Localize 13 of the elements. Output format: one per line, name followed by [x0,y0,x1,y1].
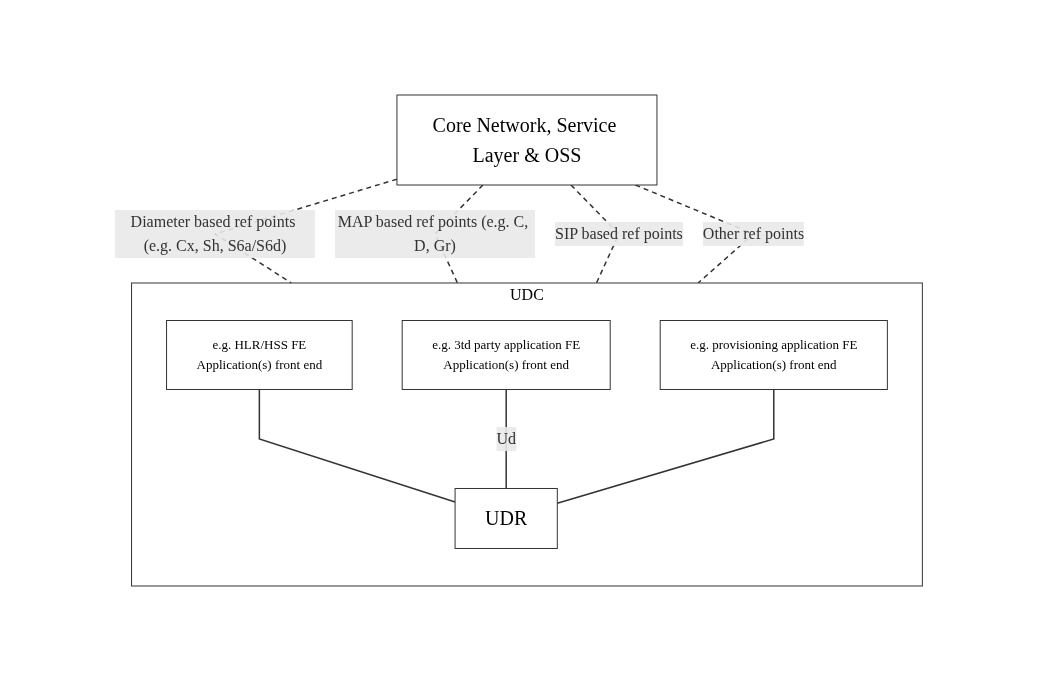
node-box: UDR [454,488,559,549]
node-box: Core Network, Service Layer & OSS [396,94,658,186]
edge-label: Ud [496,429,517,447]
connector [505,388,508,490]
edge-label: Other ref points [703,225,805,242]
node-box: e.g. HLR/HSS FE Application(s) front end [166,320,353,390]
connector [556,388,775,505]
node-box: e.g. 3td party application FE Application(s) front end [402,320,611,390]
connector [258,388,457,503]
edge-label: SIP based ref points [555,225,684,242]
edge-label: Diameter based ref points (e.g. Cx, Sh, S6a/S6d) [130,213,296,254]
edge-label: MAP based ref points (e.g. C, D, Gr) [338,213,529,254]
node-box: e.g. provisioning application FE Application(s) front end [660,320,889,390]
